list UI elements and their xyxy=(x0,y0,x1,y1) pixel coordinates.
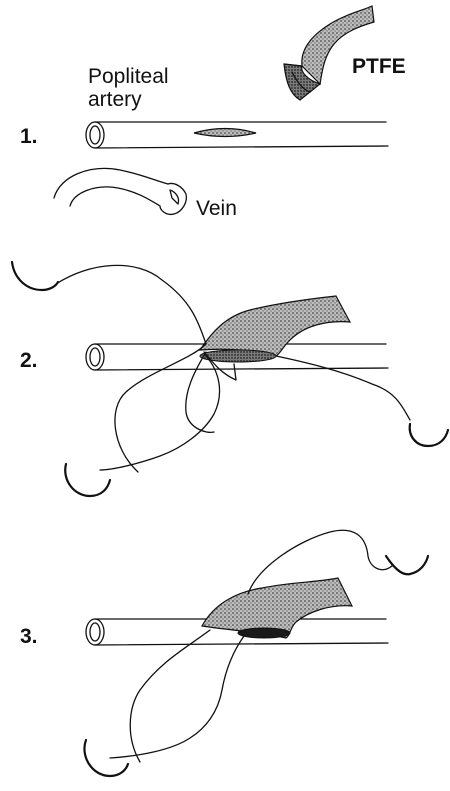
needle-icon xyxy=(12,262,58,290)
sutures xyxy=(110,530,392,762)
step-3-diagram xyxy=(84,530,428,776)
ptfe-graft xyxy=(200,296,350,356)
vein-graft xyxy=(54,168,186,214)
needle-icon xyxy=(386,556,428,574)
step-3-number: 3. xyxy=(20,626,38,647)
popliteal-artery-label-line1: Popliteal xyxy=(88,66,169,87)
step-1-number: 1. xyxy=(20,126,38,147)
step-2-diagram xyxy=(12,262,448,496)
ptfe-graft xyxy=(284,6,374,100)
step-2-number: 2. xyxy=(20,350,38,371)
arteriotomy xyxy=(194,129,256,137)
vein-label: Vein xyxy=(196,198,237,219)
popliteal-artery-label-line2: artery xyxy=(88,89,142,110)
needle-icon xyxy=(65,464,110,496)
needle-icon xyxy=(84,740,128,776)
ptfe-label: PTFE xyxy=(352,56,406,77)
needle-icon xyxy=(410,424,448,446)
anastomosis xyxy=(238,628,290,638)
